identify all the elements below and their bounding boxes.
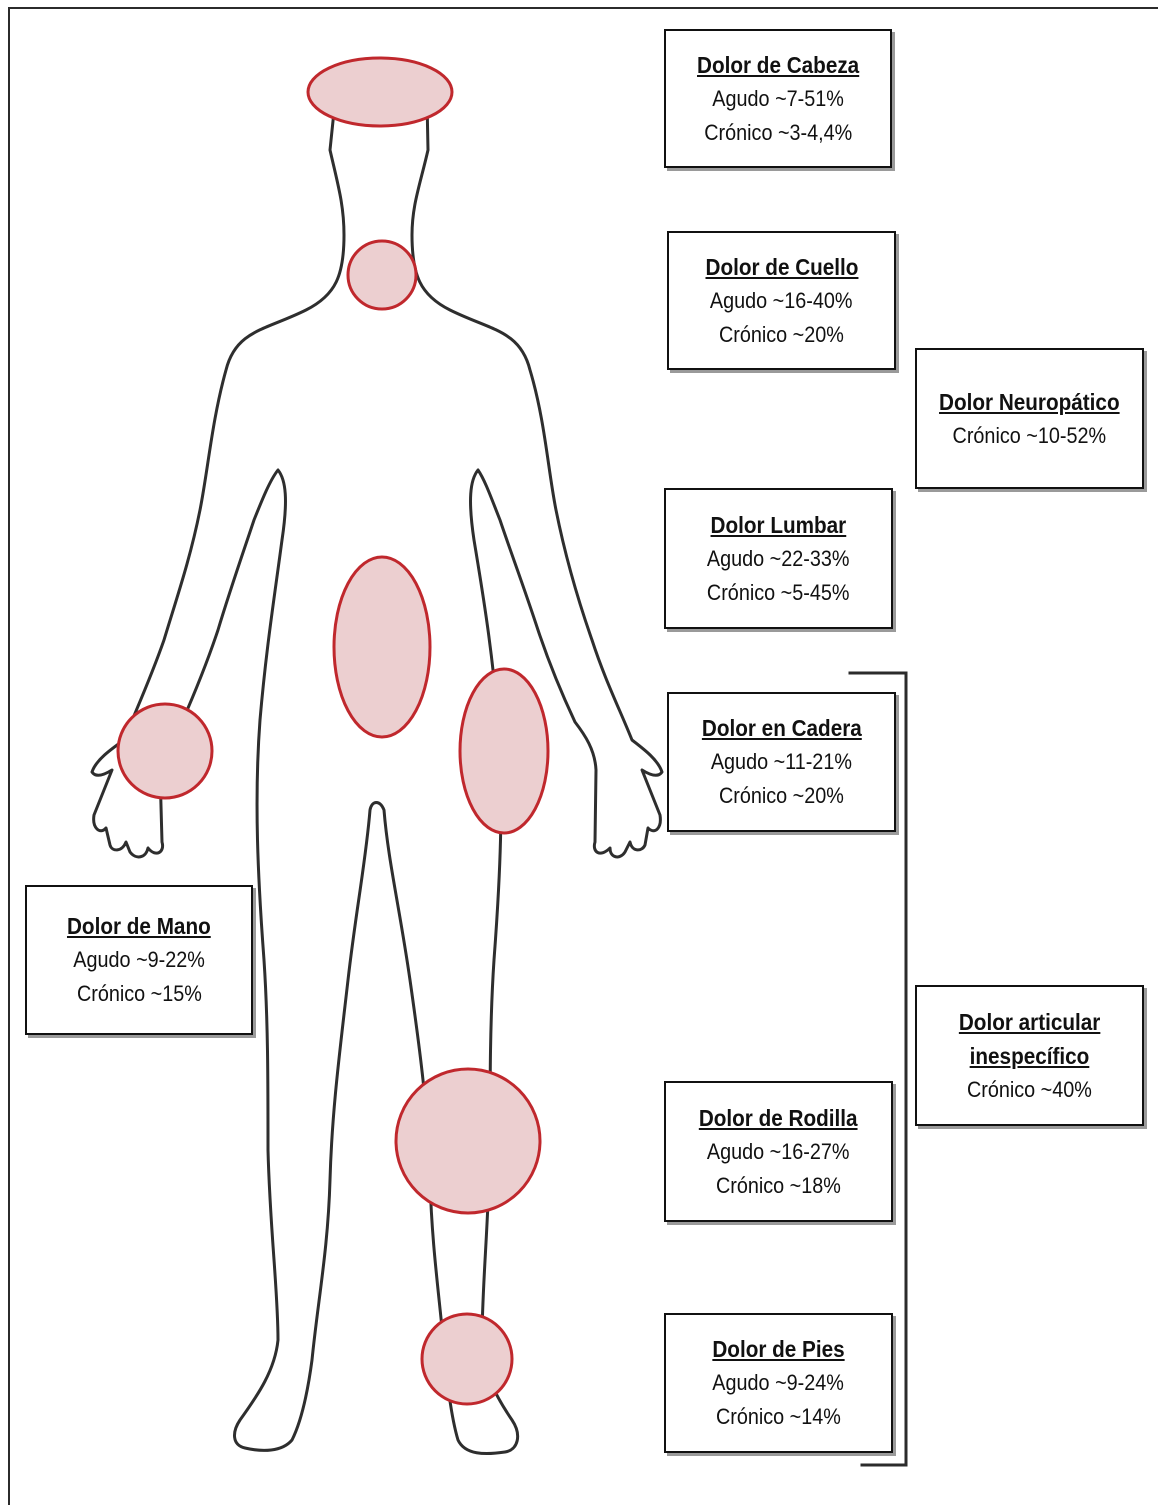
label-title: Dolor de Cuello	[705, 250, 858, 284]
pain-regions	[118, 58, 548, 1404]
region-neck	[348, 241, 416, 309]
label-title: Dolor Neuropático	[939, 385, 1120, 419]
label-chronic: Crónico ~15%	[77, 977, 202, 1011]
region-knee	[396, 1069, 540, 1213]
label-dolor-neuropatico: Dolor Neuropático Crónico ~10-52%	[915, 348, 1144, 489]
label-title: Dolor de Cabeza	[697, 48, 859, 82]
region-hand	[118, 704, 212, 798]
label-chronic: Crónico ~18%	[716, 1169, 841, 1203]
region-foot	[422, 1314, 512, 1404]
label-chronic: Crónico ~20%	[719, 318, 844, 352]
label-chronic: Crónico ~5-45%	[707, 576, 850, 610]
label-dolor-cabeza: Dolor de Cabeza Agudo ~7-51% Crónico ~3-…	[664, 29, 892, 168]
label-title: Dolor de Mano	[67, 909, 211, 943]
label-chronic: Crónico ~3-4,4%	[704, 116, 852, 150]
label-title: Dolor de Rodilla	[699, 1101, 858, 1135]
label-title-line1: Dolor articular	[959, 1005, 1100, 1039]
label-acute: Agudo ~16-27%	[707, 1135, 850, 1169]
label-title: Dolor en Cadera	[702, 711, 862, 745]
label-chronic: Crónico ~40%	[967, 1073, 1092, 1107]
label-dolor-articular: Dolor articular inespecífico Crónico ~40…	[915, 985, 1144, 1126]
region-head	[308, 58, 452, 126]
region-lumbar	[334, 557, 430, 737]
label-dolor-lumbar: Dolor Lumbar Agudo ~22-33% Crónico ~5-45…	[664, 488, 893, 629]
label-dolor-pies: Dolor de Pies Agudo ~9-24% Crónico ~14%	[664, 1313, 893, 1453]
label-acute: Agudo ~7-51%	[712, 82, 844, 116]
label-title: Dolor Lumbar	[711, 508, 847, 542]
label-chronic: Crónico ~14%	[716, 1400, 841, 1434]
label-dolor-mano: Dolor de Mano Agudo ~9-22% Crónico ~15%	[25, 885, 253, 1035]
label-acute: Agudo ~16-40%	[710, 284, 853, 318]
label-title-line2: inespecífico	[970, 1039, 1090, 1073]
label-acute: Agudo ~9-22%	[73, 943, 205, 977]
label-acute: Agudo ~11-21%	[711, 745, 852, 779]
label-dolor-rodilla: Dolor de Rodilla Agudo ~16-27% Crónico ~…	[664, 1081, 893, 1222]
label-dolor-cadera: Dolor en Cadera Agudo ~11-21% Crónico ~2…	[667, 692, 896, 832]
label-chronic: Crónico ~10-52%	[953, 419, 1107, 453]
label-acute: Agudo ~9-24%	[713, 1366, 845, 1400]
region-hip	[460, 669, 548, 833]
label-chronic: Crónico ~20%	[719, 779, 844, 813]
label-title: Dolor de Pies	[712, 1332, 844, 1366]
label-dolor-cuello: Dolor de Cuello Agudo ~16-40% Crónico ~2…	[667, 231, 896, 370]
label-acute: Agudo ~22-33%	[707, 542, 850, 576]
